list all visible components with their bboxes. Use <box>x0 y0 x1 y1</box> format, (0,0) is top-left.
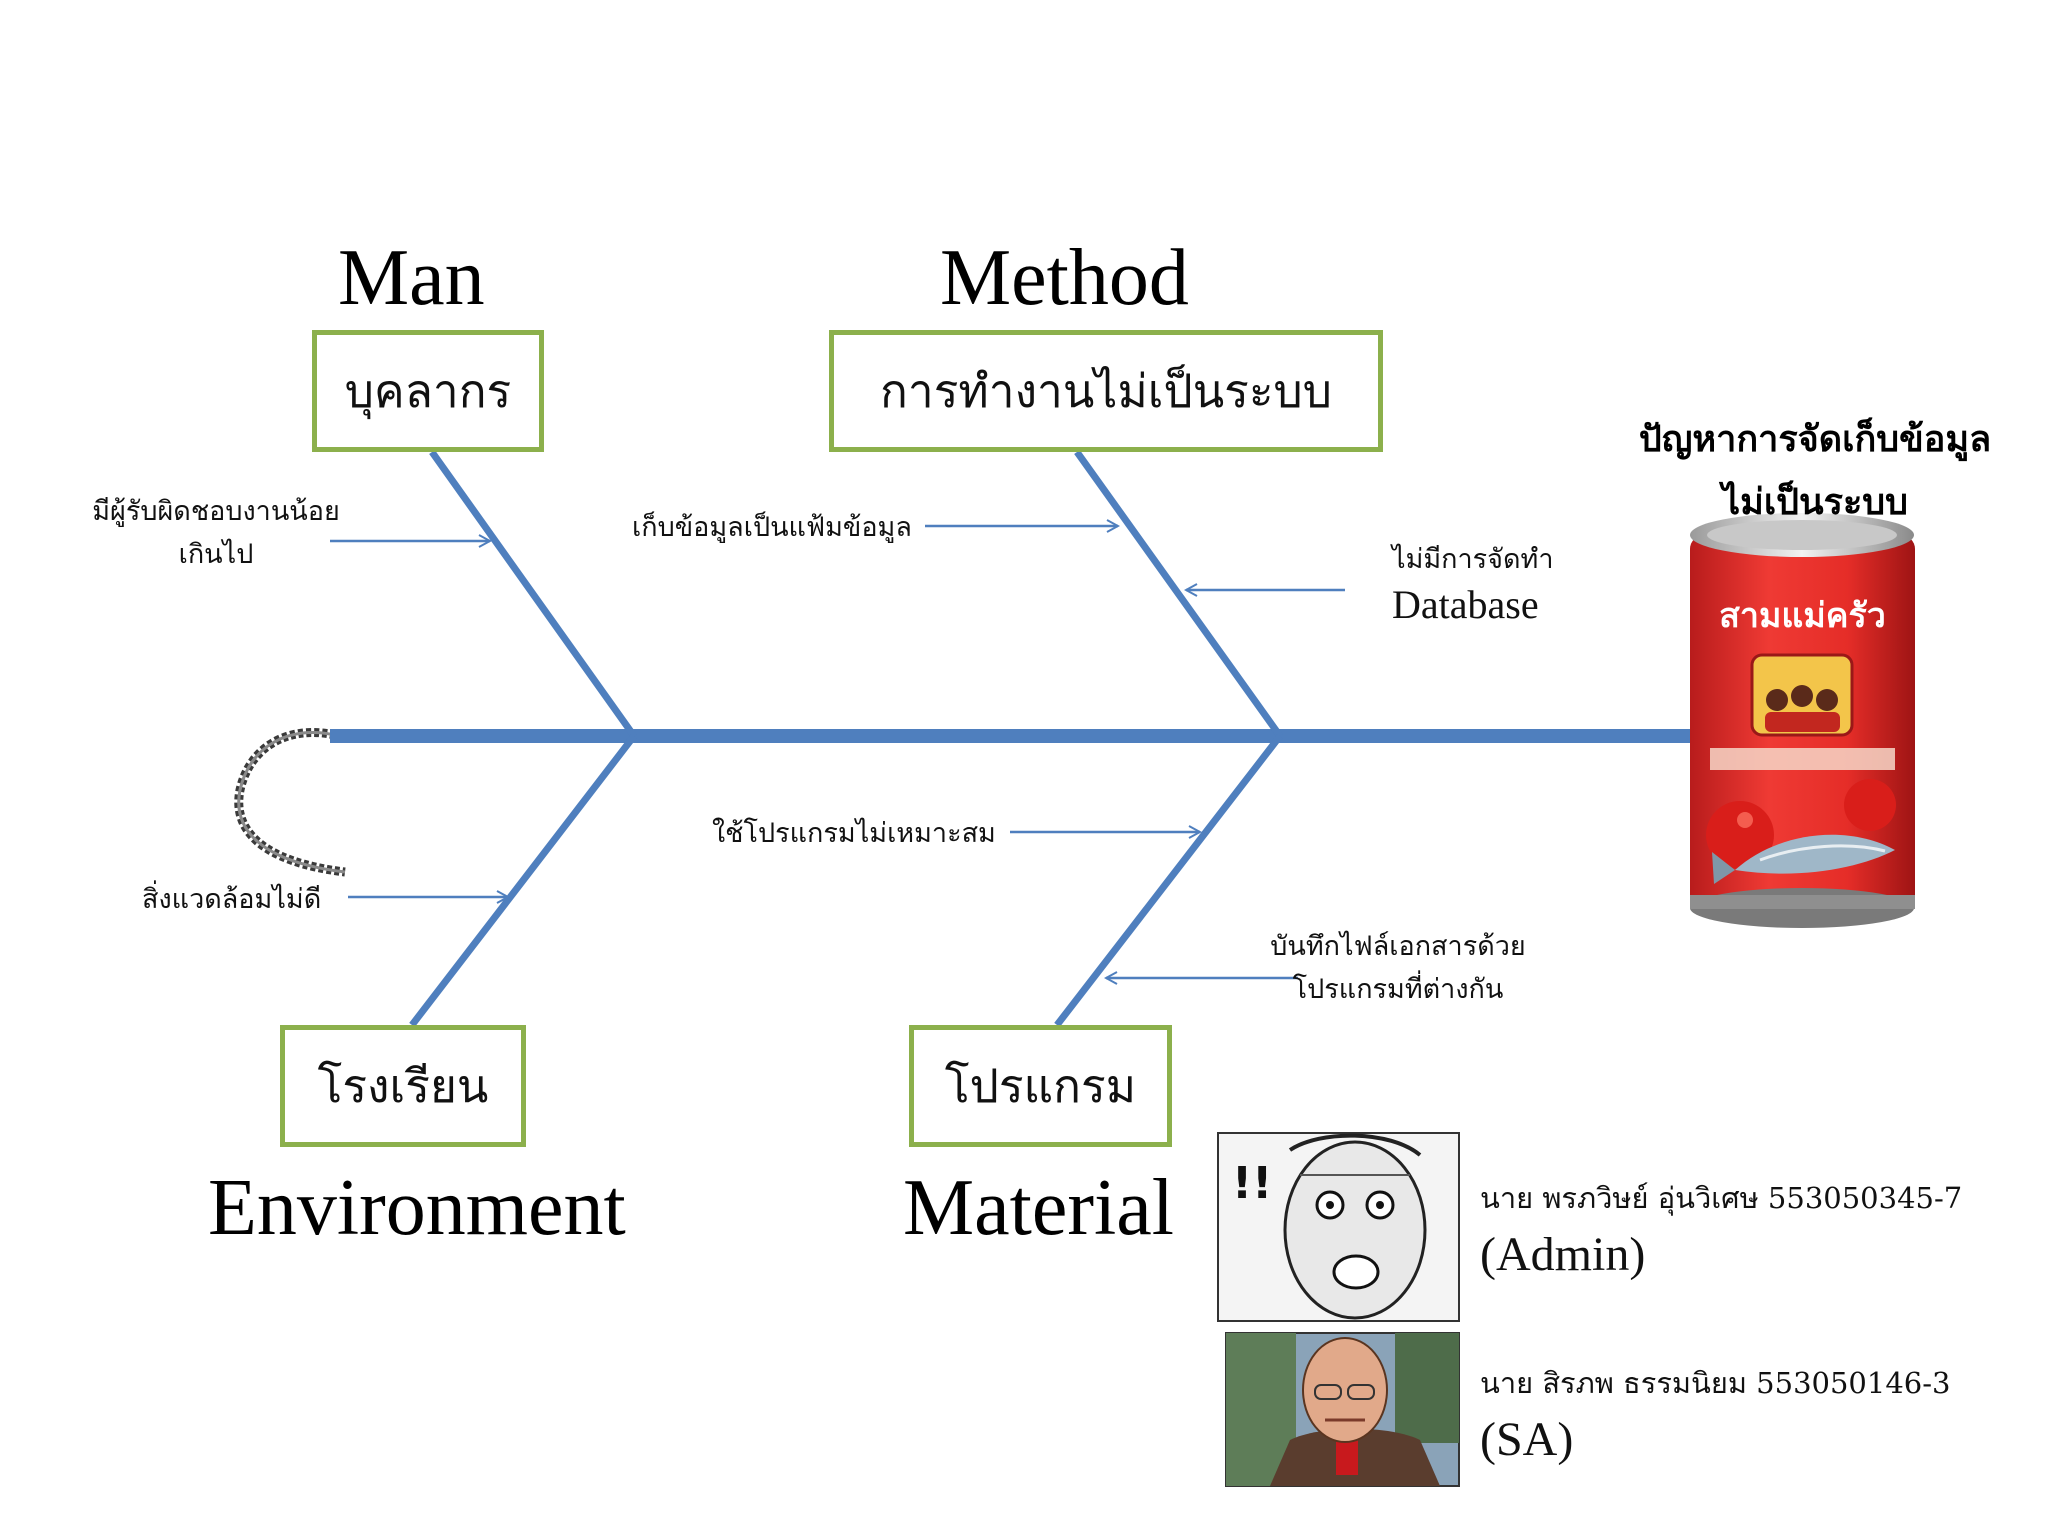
canned-fish-image <box>1690 513 1915 928</box>
category-box-material: โปรแกรม <box>909 1025 1172 1147</box>
cause-environment-1: สิ่งแวดล้อมไม่ดี <box>142 884 322 915</box>
can-brand-label: สามแม่ครัว <box>1719 596 1886 636</box>
cause-method-1: เก็บข้อมูลเป็นแฟ้มข้อมูล <box>632 512 912 543</box>
category-box-material-label: โปรแกรม <box>944 1058 1137 1113</box>
category-box-method-label: การทำงานไม่เป็นระบบ <box>880 363 1332 418</box>
category-box-man: บุคลากร <box>312 330 544 452</box>
sa-avatar-image <box>1225 1332 1460 1487</box>
category-heading-material: Material <box>903 1164 1174 1252</box>
category-box-environment-label: โรงเรียน <box>317 1058 489 1113</box>
admin-avatar-image: !! <box>1217 1132 1460 1322</box>
category-heading-man: Man <box>338 234 485 322</box>
member-sa-role: (SA) <box>1480 1413 1574 1466</box>
cause-material-1: ใช้โปรแกรมไม่เหมาะสม <box>712 818 996 849</box>
effect-label-line1: ปัญหาการจัดเก็บข้อมูล <box>1638 418 1992 460</box>
bone-environment <box>409 733 637 1028</box>
member-admin-name: นาย พรภวิษย์ อุ่นวิเศษ 553050345-7 <box>1480 1181 1963 1215</box>
effect-label: ปัญหาการจัดเก็บข้อมูล ไม่เป็นระบบ <box>1630 408 2000 534</box>
cause-man-1: มีผู้รับผิดชอบงานน้อย เกินไป <box>80 490 352 576</box>
category-heading-environment: Environment <box>208 1164 626 1252</box>
member-admin: นาย พรภวิษย์ อุ่นวิเศษ 553050345-7 (Admi… <box>1480 1175 1962 1282</box>
category-box-environment: โรงเรียน <box>280 1025 526 1147</box>
cause-method-2: ไม่มีการจัดทำ Database <box>1392 538 1554 629</box>
fish-hook-image <box>234 727 346 877</box>
bone-material <box>1054 733 1283 1028</box>
cause-method-2-line1: ไม่มีการจัดทำ <box>1392 544 1554 575</box>
cause-man-1-line2: เกินไป <box>178 539 254 571</box>
member-sa-name: นาย สิรภพ ธรรมนิยม 553050146-3 <box>1480 1366 1951 1400</box>
category-box-method: การทำงานไม่เป็นระบบ <box>829 330 1383 452</box>
member-sa: นาย สิรภพ ธรรมนิยม 553050146-3 (SA) <box>1480 1360 1950 1467</box>
category-box-man-label: บุคลากร <box>344 363 512 418</box>
cause-man-1-line1: มีผู้รับผิดชอบงานน้อย <box>92 496 340 527</box>
category-heading-method: Method <box>940 234 1189 322</box>
bone-method <box>1074 449 1283 739</box>
member-admin-role: (Admin) <box>1480 1228 1646 1281</box>
bone-man <box>429 449 637 739</box>
cause-material-2: บันทึกไฟล์เอกสารด้วย โปรแกรมที่ต่างกัน <box>1248 925 1548 1011</box>
cause-material-2-line1: บันทึกไฟล์เอกสารด้วย <box>1270 931 1526 962</box>
cause-material-2-line2: โปรแกรมที่ต่างกัน <box>1292 974 1504 1006</box>
effect-label-line2: ไม่เป็นระบบ <box>1722 481 1908 523</box>
svg-text:!!: !! <box>1232 1158 1272 1209</box>
cause-method-2-line2: Database <box>1392 582 1539 628</box>
